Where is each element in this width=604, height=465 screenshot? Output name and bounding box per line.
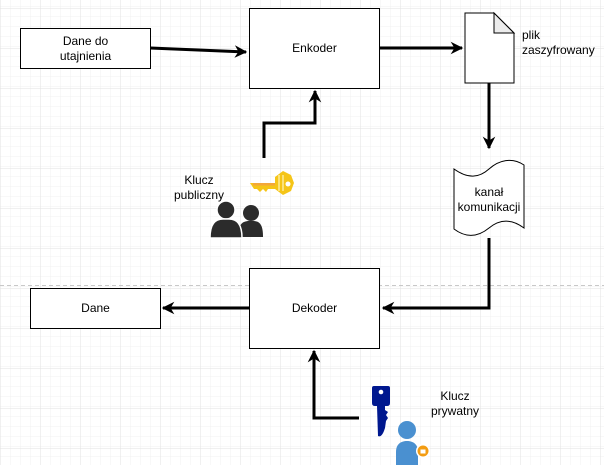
user-icon (396, 421, 430, 465)
channel-label: kanał komunikacji (454, 185, 524, 215)
private-key-label-line2: prywatny (430, 404, 480, 418)
edge-public-key-to-encoder[interactable] (262, 89, 322, 158)
private-key-label: Klucz prywatny (420, 389, 490, 419)
public-key-label: Klucz publiczny (164, 173, 234, 203)
output-data-node[interactable]: Dane (30, 288, 161, 329)
input-data-label-line2: utajnienia (59, 48, 112, 63)
decoder-label: Dekoder (291, 301, 338, 315)
key-icon (250, 171, 294, 195)
users-icon (209, 200, 263, 239)
decoder-node[interactable]: Dekoder (249, 268, 380, 349)
edge-input-to-encoder[interactable] (149, 45, 248, 58)
key-icon (372, 386, 390, 437)
encoder-label: Enkoder (292, 41, 337, 55)
encrypted-file-label-line1: plik (522, 28, 541, 42)
edge-channel-to-decoder[interactable] (381, 238, 491, 315)
encrypted-file-label: plik zaszyfrowany (522, 28, 595, 58)
edge-private-key-to-decoder[interactable] (307, 349, 359, 420)
encrypted-file-label-line2: zaszyfrowany (522, 43, 595, 57)
public-key-label-line2: publiczny (173, 188, 225, 202)
public-key-label-line1: Klucz (184, 173, 214, 187)
output-data-label: Dane (81, 301, 110, 315)
encoder-node[interactable]: Enkoder (249, 8, 380, 89)
input-data-label-line1: Dane do (62, 33, 109, 48)
channel-label-line1: kanał (474, 185, 504, 199)
encrypted-file-node[interactable] (464, 11, 516, 84)
channel-label-line2: komunikacji (457, 200, 521, 214)
channel-node[interactable] (453, 159, 525, 236)
private-key-label-line1: Klucz (440, 389, 470, 403)
